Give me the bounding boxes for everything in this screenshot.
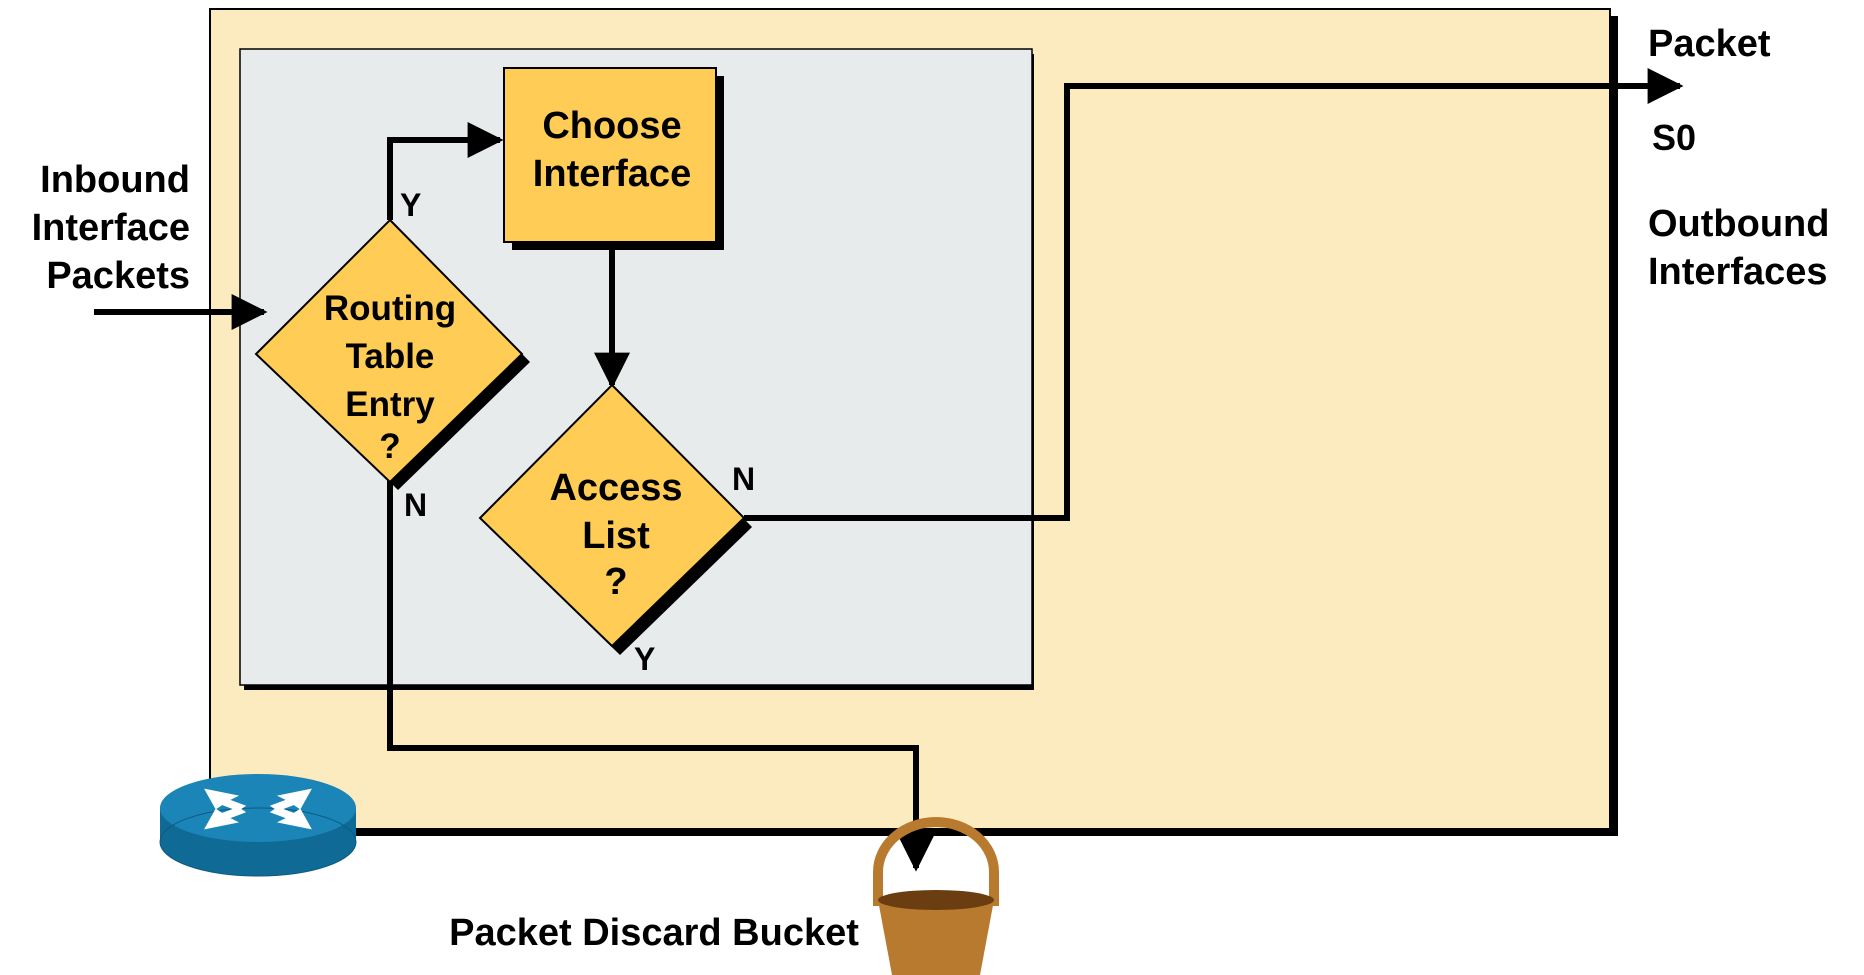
- routing-yes-arrow: [387, 122, 504, 220]
- packet-label: Packet: [1648, 23, 1771, 65]
- discard-bucket-label: Packet Discard Bucket: [449, 912, 859, 954]
- access-no-label: N: [732, 461, 755, 497]
- outbound-line2: Interfaces: [1648, 251, 1828, 293]
- connectors: [94, 68, 1684, 872]
- inbound-line3: Packets: [46, 255, 190, 297]
- routing-no-to-bucket-arrow: [387, 478, 934, 872]
- routing-line3: Entry: [345, 385, 435, 424]
- bucket-icon: [873, 817, 999, 975]
- inbound-line2: Interface: [32, 207, 190, 249]
- choose-interface-line1: Choose: [542, 105, 681, 147]
- access-line1: Access: [549, 467, 682, 509]
- routing-line4: ?: [379, 427, 400, 466]
- routing-no-label: N: [404, 487, 427, 523]
- routing-line2: Table: [346, 337, 435, 376]
- outbound-labels: Packet S0 Outbound Interfaces: [1648, 23, 1829, 293]
- routing-line1: Routing: [324, 289, 456, 328]
- routing-yes-label: Y: [400, 187, 421, 223]
- outbound-line1: Outbound: [1648, 203, 1829, 245]
- choose-interface-line2: Interface: [533, 153, 691, 195]
- s0-label: S0: [1652, 117, 1696, 158]
- inbound-line1: Inbound: [40, 159, 190, 201]
- access-line3: ?: [604, 561, 627, 603]
- choose-interface-node: Choose Interface: [503, 67, 724, 250]
- access-line2: List: [582, 515, 650, 557]
- access-list-decision: Access List ?: [478, 383, 752, 655]
- router-icon: [159, 774, 357, 877]
- routing-table-decision: Routing Table Entry ?: [254, 218, 530, 490]
- inbound-label: Inbound Interface Packets: [32, 159, 190, 297]
- access-yes-label: Y: [634, 641, 655, 677]
- access-no-to-packet-arrow: [744, 68, 1684, 521]
